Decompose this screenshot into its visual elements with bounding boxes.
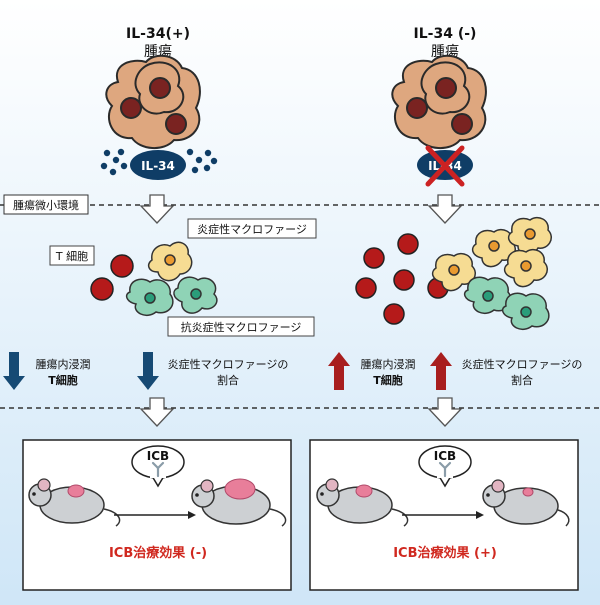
left-mouse-after bbox=[191, 478, 287, 527]
tme-label: 腫瘍微小環境 bbox=[13, 198, 79, 212]
right-outcome-result: ICB治療効果 (+) bbox=[393, 545, 497, 561]
left-tcell-effect-line2: T細胞 bbox=[48, 373, 78, 387]
antibody-icon bbox=[438, 461, 452, 478]
left-icb-label: ICB bbox=[147, 449, 169, 463]
left-il34-label: IL-34 bbox=[141, 159, 175, 173]
left-macro-effect-line1: 炎症性マクロファージの bbox=[168, 357, 289, 371]
left-flow-arrow-top bbox=[139, 194, 175, 224]
left-il34-badge bbox=[130, 150, 186, 180]
t-cell-label: T 細胞 bbox=[55, 250, 88, 263]
right-icb-label: ICB bbox=[434, 449, 456, 463]
left-outcome-result: ICB治療効果 (-) bbox=[109, 545, 207, 561]
right-outcome-arrowhead bbox=[476, 511, 484, 519]
right-flow-arrow-bottom bbox=[427, 397, 463, 427]
t-cell-label-box bbox=[49, 245, 95, 266]
right-tcell-effect-line1: 腫瘍内浸潤 bbox=[361, 357, 416, 371]
right-mouse-before bbox=[316, 478, 409, 527]
cross-icon bbox=[425, 145, 465, 187]
left-icb-bubble bbox=[131, 445, 185, 479]
right-title: IL-34 (-) bbox=[414, 26, 477, 42]
inflammatory-macrophage-label: 炎症性マクロファージ bbox=[197, 222, 307, 236]
left-tcell-effect-line1: 腫瘍内浸潤 bbox=[36, 357, 91, 371]
left-macro-effect-line2: 割合 bbox=[217, 373, 239, 387]
antibody-icon bbox=[151, 461, 165, 478]
tme-label-box bbox=[3, 194, 89, 215]
right-inflammatory-macrophages bbox=[431, 216, 552, 292]
left-mouse-before bbox=[28, 478, 121, 527]
left-flow-arrow-bottom bbox=[139, 397, 175, 427]
right-tcell-effect-line2: T細胞 bbox=[373, 373, 403, 387]
right-macro-effect-line1: 炎症性マクロファージの bbox=[462, 357, 583, 371]
left-t-cells bbox=[90, 254, 134, 301]
right-anti-inflammatory-macrophages bbox=[463, 276, 550, 330]
inflammatory-macrophage-label-box bbox=[187, 218, 317, 239]
left-anti-inflammatory-macrophages bbox=[125, 276, 218, 316]
left-title: IL-34(+) bbox=[126, 26, 190, 42]
right-flow-arrow-top bbox=[427, 194, 463, 224]
anti-inflammatory-macrophage-label-box bbox=[167, 316, 315, 337]
right-icb-bubble bbox=[418, 445, 472, 479]
right-mouse-after bbox=[482, 479, 570, 527]
left-macro-down-arrow bbox=[137, 352, 159, 390]
right-tumor-cells bbox=[391, 54, 487, 149]
left-inflammatory-macrophage bbox=[147, 241, 193, 282]
anti-inflammatory-macrophage-label: 抗炎症性マクロファージ bbox=[181, 320, 302, 334]
right-macro-effect-line2: 割合 bbox=[511, 373, 533, 387]
left-outcome-arrowhead bbox=[188, 511, 196, 519]
left-tumor-cells bbox=[105, 54, 201, 149]
left-tcell-down-arrow bbox=[3, 352, 25, 390]
left-il34-dots bbox=[100, 148, 218, 176]
right-tcell-up-arrow bbox=[328, 352, 350, 390]
right-macro-up-arrow bbox=[430, 352, 452, 390]
